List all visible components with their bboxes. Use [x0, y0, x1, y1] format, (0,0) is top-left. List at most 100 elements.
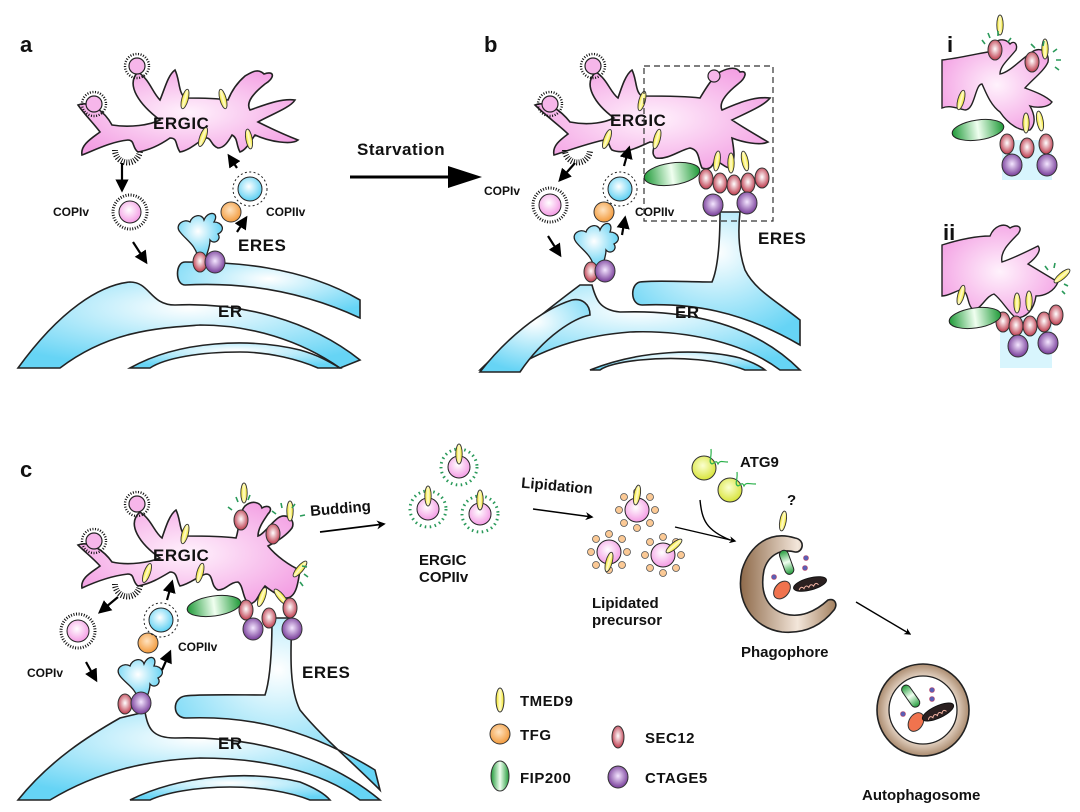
copi-vesicle	[59, 612, 97, 650]
legend-label: FIP200	[520, 770, 571, 787]
ergic-copii-vesicles	[408, 443, 500, 534]
atg9-vesicles	[691, 448, 757, 503]
ctage5-protein	[736, 191, 758, 215]
copii-coat-icon	[981, 31, 1061, 71]
zoom-region-box	[643, 65, 774, 222]
er-label: ER	[675, 303, 700, 322]
copii-vesicle	[143, 602, 179, 638]
copii-coat-icon	[227, 494, 309, 587]
sec12-protein	[233, 509, 249, 531]
legend: TMED9 TFG FIP200 SEC12 CTAGE5	[489, 687, 707, 792]
tmed9-protein	[777, 510, 789, 532]
cargo-particle-icon	[771, 574, 777, 580]
tmed9-protein	[1022, 112, 1030, 134]
sec12-protein	[265, 523, 281, 545]
atg9-vesicle	[691, 455, 717, 481]
starvation-label: Starvation	[357, 140, 445, 159]
ctage5-protein	[242, 617, 264, 641]
atg9-label: ATG9	[740, 454, 779, 471]
lipidated-label-line2: precursor	[592, 612, 662, 629]
sec12-protein	[1038, 133, 1054, 155]
sec12-protein	[726, 174, 742, 196]
lipidation-label: Lipidation	[521, 475, 594, 498]
ergic-label: ERGIC	[153, 546, 209, 565]
lipidated-precursor-vesicle	[587, 530, 631, 574]
sec12-protein	[261, 607, 277, 629]
budding-label: Budding	[309, 498, 371, 520]
fip200-protein	[186, 594, 242, 618]
eres-bud	[117, 656, 163, 701]
atg9-protein-icon	[709, 448, 757, 488]
mitochondrion-icon	[793, 576, 827, 592]
panel-label-a: a	[20, 32, 33, 57]
sec12-protein	[1024, 51, 1040, 73]
ctage5-protein	[702, 193, 724, 217]
autophagosome	[876, 663, 970, 757]
ergic-copii-vesicle	[460, 494, 500, 534]
legend-label: SEC12	[645, 730, 695, 747]
legend-item-tfg: TFG	[489, 723, 552, 745]
precursor-arrow	[674, 526, 737, 544]
ctage5-protein	[594, 259, 616, 283]
sec12-protein	[740, 172, 756, 194]
question-mark: ?	[787, 492, 796, 509]
sec12-legend-icon	[611, 725, 625, 749]
legend-label: TFG	[520, 727, 552, 744]
eres-label: ERES	[302, 663, 350, 682]
starvation-transition: Starvation	[350, 140, 482, 188]
phagophore: ?	[739, 492, 837, 634]
sec12-protein	[117, 693, 133, 715]
tfg-protein	[220, 201, 242, 223]
sec12-protein	[1022, 315, 1038, 337]
copi-vesicle	[531, 186, 569, 224]
copi-vesicle	[111, 193, 149, 231]
copiv-label: COPIv	[53, 205, 89, 219]
tmed9-protein	[240, 482, 248, 504]
cargo-particle-icon	[802, 565, 808, 571]
tmed9-protein	[424, 485, 432, 507]
eres-label: ERES	[758, 229, 806, 248]
cargo-protein-icon	[778, 549, 795, 575]
panel-label-b: b	[484, 32, 497, 57]
lipidated-label-line1: Lipidated	[592, 595, 659, 612]
ergic-compartment	[76, 52, 300, 166]
legend-item-tmed9: TMED9	[495, 687, 573, 713]
cargo-particle-icon	[803, 555, 809, 561]
tmed9-protein	[727, 152, 735, 174]
sec12-protein	[999, 133, 1015, 155]
sec12-protein	[1048, 304, 1064, 326]
tmed9-protein	[1034, 110, 1046, 132]
ergic-label: ERGIC	[610, 111, 666, 130]
er-label: ER	[218, 302, 243, 321]
panel-a: a ER COPIIv ERES COPIv	[16, 32, 362, 369]
eres-bud	[573, 222, 619, 269]
copii-coat-icon	[1044, 262, 1069, 295]
er-membrane	[16, 617, 383, 801]
cargo-organelle-icon	[773, 580, 791, 600]
panel-i-proteins	[951, 14, 1061, 177]
copii-vesicle	[602, 171, 638, 207]
lipidated-precursors	[587, 484, 685, 577]
fip200-protein	[643, 161, 701, 187]
ergic-copiiv-label-line1: ERGIC	[419, 552, 467, 569]
tmed9-protein	[476, 489, 484, 511]
eres-label: ERES	[238, 236, 286, 255]
lipidation-arrow	[532, 508, 594, 521]
panel-label-ii: ii	[943, 220, 955, 245]
sec12-protein	[282, 597, 298, 619]
fip200-protein	[948, 306, 1002, 330]
sec12-protein	[1008, 315, 1024, 337]
legend-item-fip200: FIP200	[490, 760, 571, 792]
tmed9-protein	[739, 150, 751, 172]
fip200-legend-icon	[490, 760, 510, 792]
er-membrane	[16, 261, 362, 369]
copiiv-label: COPIIv	[178, 640, 218, 654]
cargo-particle-icon	[929, 696, 935, 702]
sec12-protein	[1019, 137, 1035, 159]
cargo-particle-icon	[929, 687, 935, 693]
lipidated-precursor-vesicle	[615, 488, 659, 532]
ergic-compartment	[533, 52, 772, 170]
panel-c: c ER ERES COPIIv COPIv	[16, 443, 980, 804]
ctage5-protein	[281, 617, 303, 641]
